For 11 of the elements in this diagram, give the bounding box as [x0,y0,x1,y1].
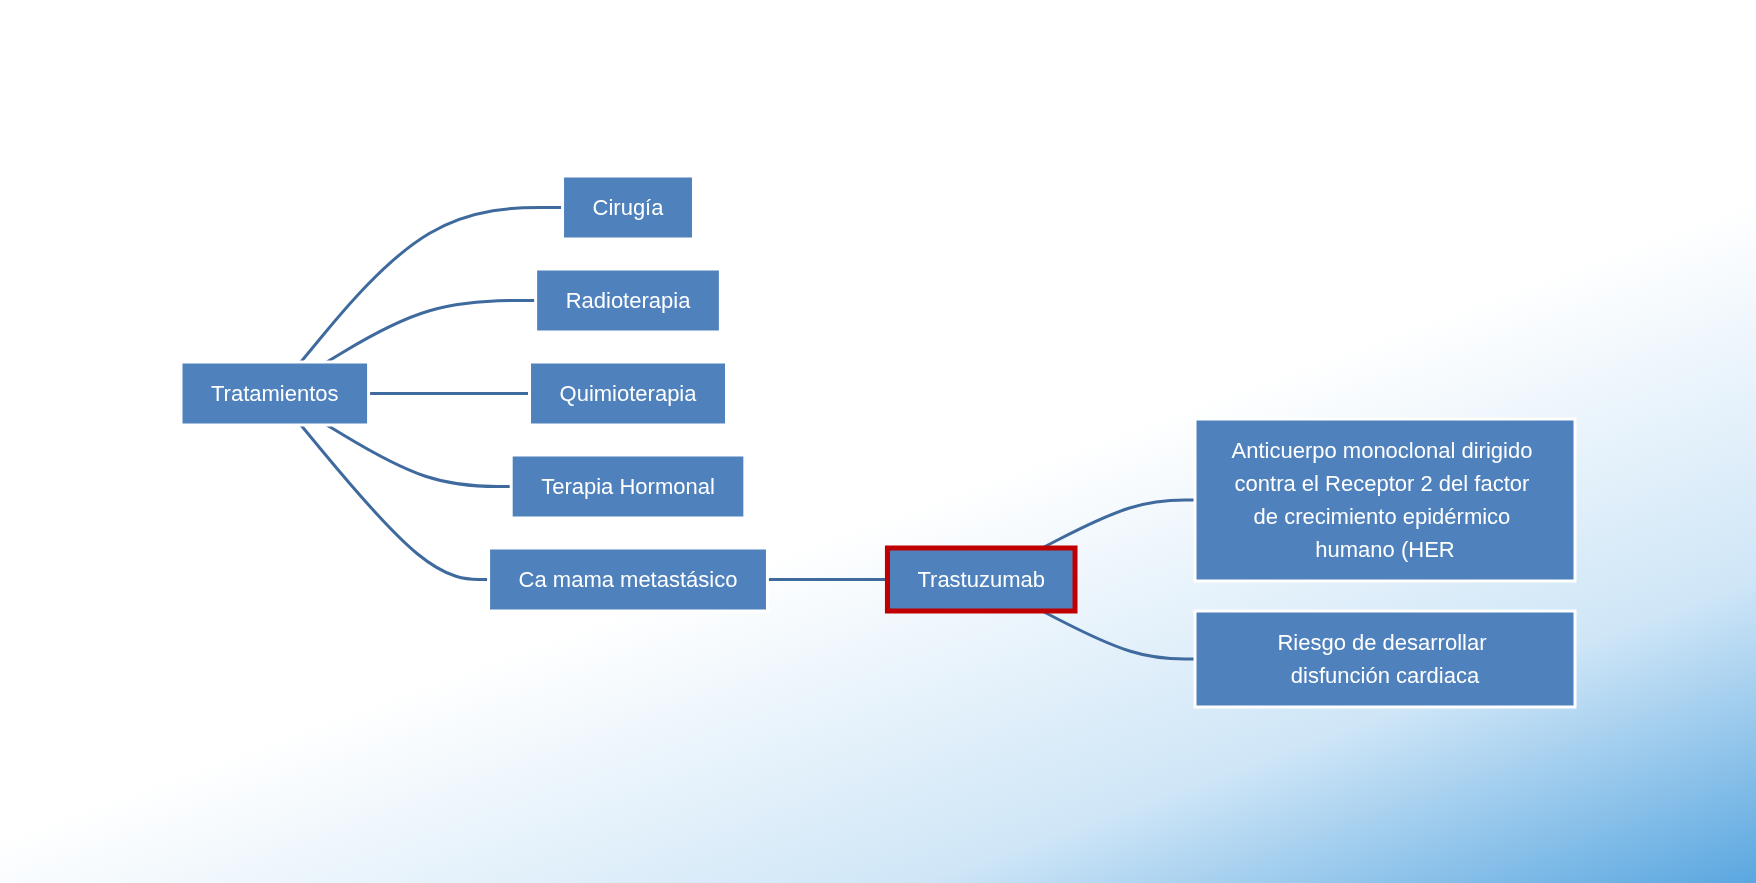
node-box: Ca mama metastásico [487,546,769,613]
node-box: Anticuerpo monoclonal dirigido contra el Receptor 2 del factor de crecimiento epidérmico humano (HER [1193,417,1577,583]
node-box: Tratamientos [179,360,371,427]
node-box: Trastuzumab [884,545,1078,614]
node-box: Quimioterapia [528,360,728,427]
node-box: Terapia Hormonal [509,453,747,520]
connector [368,392,530,395]
node-box: Cirugía [561,174,695,241]
connector [299,206,563,363]
node-box: Riesgo de desarrollar disfunción cardiaca [1193,609,1577,709]
node-box: Radioterapia [534,267,722,334]
